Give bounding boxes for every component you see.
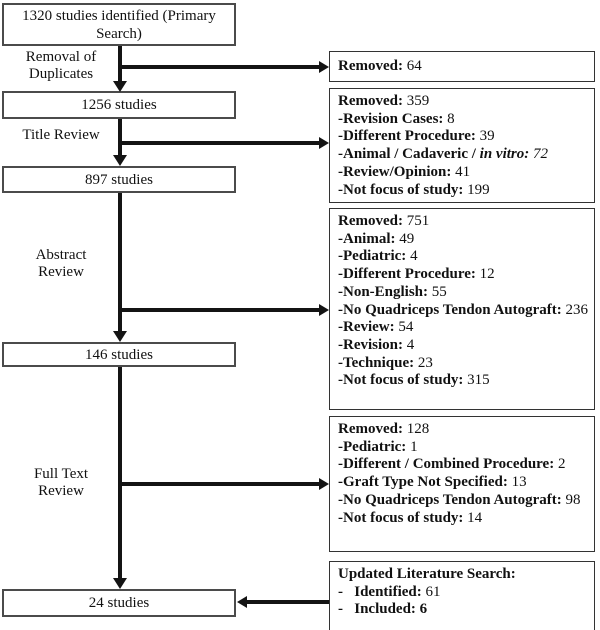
arrowhead-down-into-897: [113, 155, 127, 166]
arrow-line-branch-duplicates: [120, 65, 319, 69]
detail-line: -Not focus of study: 199: [338, 181, 490, 198]
arrow-line-146-to-24: [118, 367, 122, 578]
detail-line: Removed: 359: [338, 93, 430, 109]
arrowhead-right-full-text-review: [319, 478, 329, 490]
arrow-line-897-to-146: [118, 193, 122, 332]
detail-line: -Revision: 4: [338, 336, 415, 353]
side-box-abstract-review-removed: Removed: 751-Animal: 49-Pediatric: 4-Dif…: [329, 208, 595, 410]
arrowhead-down-into-146: [113, 331, 127, 342]
detail-line: -Technique: 23: [338, 354, 433, 371]
arrow-line-updated-search-to-24: [247, 600, 329, 604]
arrow-line-branch-full-text-review: [120, 482, 319, 486]
side-box-full-text-review-removed: Removed: 128-Pediatric: 1-Different / Co…: [329, 416, 595, 552]
stage-label-removal-of-duplicates: Removal of Duplicates: [25, 49, 97, 82]
arrow-line-primary-to-1256: [118, 46, 122, 82]
detail-line: Removed: 64: [338, 57, 422, 74]
detail-line: -No Quadriceps Tendon Autograft: 98: [338, 491, 581, 508]
stage-label-title-review: Title Review: [22, 127, 100, 143]
detail-line: - Identified: 61: [338, 583, 441, 600]
side-box-duplicates-removed: Removed: 64: [329, 51, 595, 82]
detail-line: Removed: 751: [338, 213, 430, 229]
side-box-updated-literature-search: Updated Literature Search:- Identified: …: [329, 561, 595, 630]
detail-line: -Pediatric: 1: [338, 438, 418, 455]
arrow-line-1256-to-897: [118, 119, 122, 156]
detail-line: -Graft Type Not Specified: 13: [338, 474, 527, 491]
detail-line: -Review: 54: [338, 319, 414, 336]
side-box-title-review-removed: Removed: 359-Revision Cases: 8-Different…: [329, 88, 595, 203]
detail-line: -Non-English: 55: [338, 283, 447, 300]
arrowhead-right-duplicates: [319, 61, 329, 73]
detail-line: -Animal: 49: [338, 230, 415, 247]
arrow-line-branch-title-review: [120, 141, 319, 145]
arrowhead-down-into-1256: [113, 81, 127, 92]
flow-box-primary-search: 1320 studies identified (Primary Search): [2, 3, 236, 46]
flow-box-897-studies: 897 studies: [2, 166, 236, 193]
arrowhead-right-abstract-review: [319, 304, 329, 316]
detail-line: - Included: 6: [338, 601, 428, 618]
detail-line: -Pediatric: 4: [338, 248, 418, 265]
detail-line: -Revision Cases: 8: [338, 110, 455, 127]
arrowhead-right-title-review: [319, 137, 329, 149]
detail-line: -Different / Combined Procedure: 2: [338, 456, 566, 473]
detail-line: -Not focus of study: 14: [338, 509, 483, 526]
arrowhead-down-into-24: [113, 578, 127, 589]
detail-line: Updated Literature Search:: [338, 566, 516, 582]
detail-line: -Animal / Cadaveric / in vitro: 72: [338, 146, 548, 163]
stage-label-abstract-review: Abstract Review: [35, 247, 87, 280]
detail-line: -Different Procedure: 12: [338, 266, 495, 283]
detail-line: -Not focus of study: 315: [338, 372, 490, 389]
arrowhead-left-into-24: [237, 596, 247, 608]
flow-box-146-studies: 146 studies: [2, 342, 236, 367]
flow-box-24-studies: 24 studies: [2, 589, 236, 617]
detail-line: -Different Procedure: 39: [338, 128, 495, 145]
detail-line: Removed: 128: [338, 421, 430, 437]
stage-label-full-text-review: Full Text Review: [33, 466, 89, 499]
arrow-line-branch-abstract-review: [120, 308, 319, 312]
flow-box-1256-studies: 1256 studies: [2, 91, 236, 119]
detail-line: -No Quadriceps Tendon Autograft: 236: [338, 301, 589, 318]
detail-line: -Review/Opinion: 41: [338, 163, 471, 180]
